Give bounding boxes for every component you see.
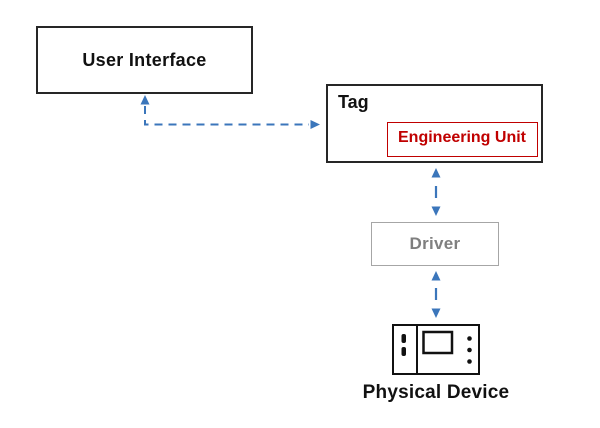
arrow-up-icon	[431, 168, 441, 178]
device-slot	[401, 334, 406, 343]
physical-device-icon	[392, 324, 480, 375]
arrow-down-icon	[431, 206, 441, 216]
driver-device-connector	[431, 271, 441, 318]
driver-label: Driver	[409, 234, 461, 253]
tag-driver-connector	[431, 168, 441, 216]
device-slot	[401, 347, 406, 356]
arrow-up-icon	[431, 271, 441, 281]
tag-node: Tag Engineering Unit	[326, 84, 543, 163]
driver-node: Driver	[371, 222, 499, 266]
user-interface-node: User Interface	[36, 26, 253, 94]
device-dot	[467, 336, 472, 341]
device-screen	[422, 330, 454, 355]
physical-device-label: Physical Device	[362, 382, 510, 403]
arrow-down-icon	[431, 308, 441, 318]
user-interface-label: User Interface	[82, 49, 207, 70]
ui-tag-connector	[140, 95, 320, 129]
tag-label: Tag	[338, 92, 369, 112]
device-dot	[467, 359, 472, 364]
engineering-unit-label: Engineering Unit	[398, 129, 526, 146]
arrow-right-icon	[310, 120, 320, 129]
engineering-unit-node: Engineering Unit	[387, 122, 538, 157]
device-dot	[467, 347, 472, 353]
arrow-up-icon	[140, 95, 150, 105]
